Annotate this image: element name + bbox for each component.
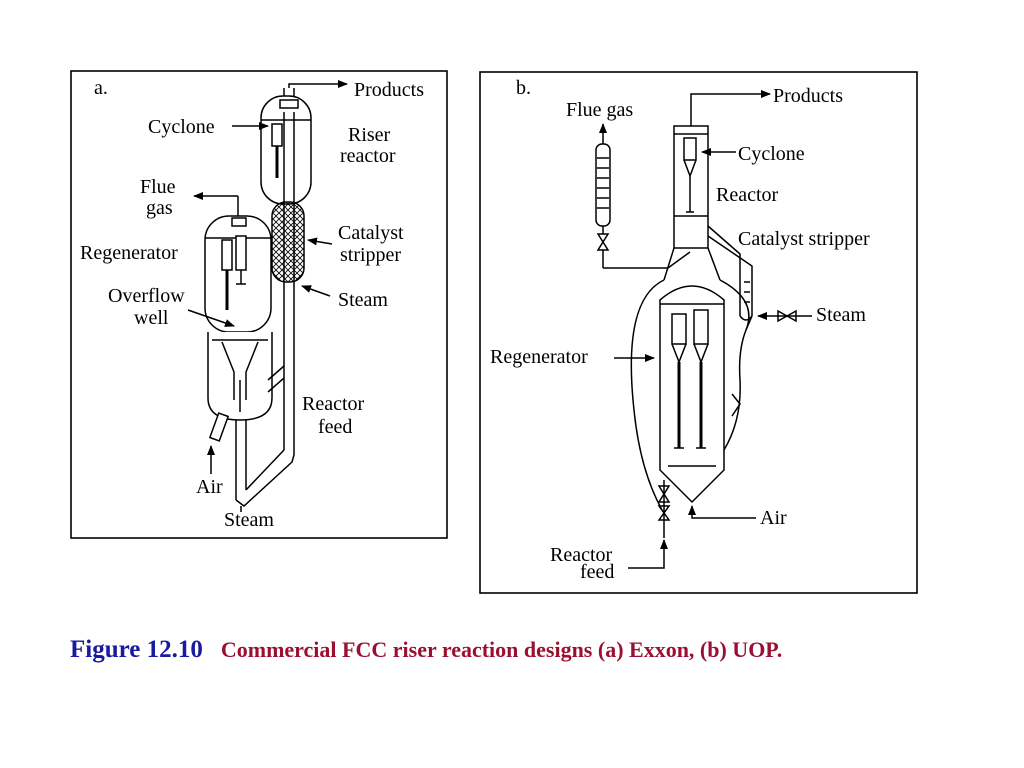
- panel-a: a.: [70, 70, 448, 539]
- label-b-products: Products: [773, 85, 843, 107]
- regenerator-vessel-a: [204, 196, 273, 421]
- figure-caption: Figure 12.10 Commercial FCC riser reacti…: [70, 636, 782, 664]
- label-b-reactor-feed-2: feed: [580, 561, 614, 583]
- regenerator-vessel-b: [659, 285, 725, 504]
- label-a-catalyst-2: stripper: [340, 244, 401, 266]
- label-b-catalyst-stripper: Catalyst stripper: [738, 228, 870, 250]
- label-a-cyclone: Cyclone: [148, 116, 215, 138]
- panel-b-letter: b.: [516, 77, 531, 99]
- air-inlet-a: [208, 412, 230, 442]
- label-a-reactor-feed-2: feed: [318, 416, 352, 438]
- label-a-products: Products: [354, 79, 424, 101]
- label-a-reactor-feed-1: Reactor: [302, 393, 365, 415]
- label-a-riser-2: reactor: [340, 145, 396, 167]
- figure-description: Commercial FCC riser reaction designs (a…: [220, 637, 783, 662]
- label-b-cyclone: Cyclone: [738, 143, 805, 165]
- loop-right: [719, 279, 750, 451]
- label-b-regenerator: Regenerator: [490, 346, 588, 368]
- cyclone-a: [271, 123, 283, 178]
- label-a-overflow-1: Overflow: [108, 285, 185, 307]
- reactor-vessel-b: [673, 125, 709, 249]
- label-a-riser-1: Riser: [348, 124, 391, 146]
- label-b-air: Air: [760, 507, 787, 529]
- label-a-air: Air: [196, 476, 223, 498]
- label-a-regenerator: Regenerator: [80, 242, 178, 264]
- flue-gas-column: [595, 143, 611, 227]
- label-b-steam: Steam: [816, 304, 866, 326]
- label-a-catalyst-1: Catalyst: [338, 222, 404, 244]
- loop-left: [630, 279, 665, 511]
- label-a-steam-upper: Steam: [338, 289, 388, 311]
- panel-a-letter: a.: [94, 77, 108, 99]
- riser-reactor-vessel: [260, 88, 312, 205]
- products-line-a: [288, 80, 348, 88]
- label-b-reactor: Reactor: [716, 184, 779, 206]
- label-b-flue-gas: Flue gas: [566, 99, 633, 121]
- label-a-overflow-2: well: [134, 307, 169, 329]
- panel-b: b.: [479, 71, 918, 594]
- label-a-flue-2: gas: [146, 197, 173, 219]
- catalyst-stripper-a: [271, 201, 305, 283]
- label-a-steam-lower: Steam: [224, 509, 274, 531]
- figure-number: Figure 12.10: [70, 636, 203, 663]
- label-b-reactor-feed-1: Reactor: [550, 544, 613, 566]
- label-a-flue-1: Flue: [140, 176, 176, 198]
